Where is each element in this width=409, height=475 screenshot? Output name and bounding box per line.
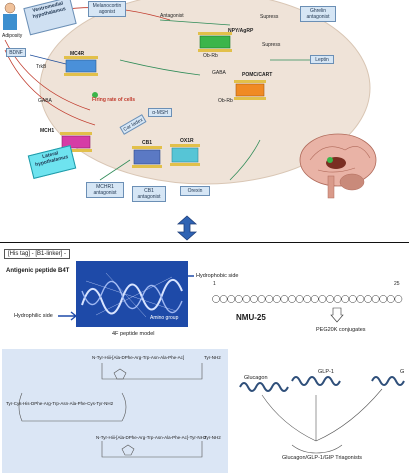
receptor-npy	[198, 32, 232, 52]
firing-label: Firing rate of cells	[92, 97, 135, 103]
mch1-label: MCH1	[40, 128, 54, 134]
sequence-panel: N-Tyr-Hiii-[Ala-DPhe-Arg-Trp-Asn-Ala-Phe…	[2, 349, 228, 473]
tyr-nh2-1: Tyr-NH2	[204, 355, 221, 360]
tyr-nh2-2: Tyr-NH2	[204, 435, 221, 440]
amino-label: Amino group	[150, 315, 178, 321]
arrow-hydrophobic-icon	[172, 271, 196, 281]
mc4r-label: MC4R	[70, 51, 84, 57]
gip-label: G	[400, 369, 404, 375]
bdnf-label: BDNF	[6, 48, 26, 57]
peg-label: PEG20K conjugates	[316, 327, 366, 333]
arrow-down-icon	[330, 307, 344, 323]
arrow-hydrophilic-icon	[56, 311, 80, 321]
adiposity-figure	[3, 3, 17, 30]
supress-label-2: Supress	[262, 42, 280, 48]
glp1-label: GLP-1	[318, 369, 334, 375]
peptide-tag: [His tag] - [B1-linker] -	[4, 249, 70, 259]
top-panel: Ventromedial hypothalamus Lateral hypoth…	[0, 0, 409, 215]
ox1r-label: OX1R	[180, 138, 194, 144]
nmu-label: NMU-25	[236, 313, 266, 322]
obrb-label-2: Ob-Rb	[218, 98, 233, 104]
adiposity-label: Adiposity	[2, 33, 22, 39]
gaba-left-label: GABA	[38, 98, 52, 104]
obrb-label-1: Ob-Rb	[203, 53, 218, 59]
nmu-first-index: 1	[213, 281, 216, 287]
triagonist-label: Glucagon/GLP-1/GIP Triagonists	[282, 455, 362, 461]
antigenic-label: Antigenic peptide B4T	[6, 268, 69, 274]
antagonist-label: Antagonist	[160, 13, 184, 19]
gaba-mid-label: GABA	[212, 70, 226, 76]
ghrelin-box: Ghrelin antagonist	[300, 6, 336, 22]
amsh-label: α-MSH	[148, 108, 172, 117]
top-diagram-canvas	[0, 0, 409, 215]
receptor-pomc	[234, 80, 266, 100]
supress-label-1: Supress	[260, 14, 278, 20]
trkb-label: TrkB	[36, 64, 46, 70]
double-arrow-icon	[172, 214, 202, 242]
sequence-3: N-Tyr-Hiii-[Ala-DPhe-Arg-Trp-Asn-Ala-Phe…	[96, 435, 206, 440]
nmu-chain	[210, 287, 406, 313]
brain-icon	[300, 134, 376, 198]
bottom-panel: [His tag] - [B1-linker] - Antigenic pept…	[0, 242, 409, 475]
cb1-antagonist-box: CB1 antagonist	[132, 186, 166, 202]
hydrophilic-label: Hydrophilic side	[14, 313, 53, 319]
glucagon-label: Glucagon	[244, 375, 268, 381]
melanocortin-box: Melanocortin agonist	[88, 1, 126, 17]
cb1-label: CB1	[142, 140, 152, 146]
neuron-dot-2	[327, 157, 333, 163]
orexin-box: Orexin	[180, 186, 210, 196]
receptor-mc4r	[64, 56, 98, 76]
sequence-structures	[2, 349, 228, 473]
pomc-label: POMC/CART	[242, 72, 272, 78]
sequence-1: N-Tyr-Hiii-[Ala-DPhe-Arg-Trp-Asn-Ala-Phe…	[92, 355, 184, 360]
npy-label: NPY/AgRP	[228, 28, 253, 34]
model-label: 4F peptide model	[112, 331, 155, 337]
sequence-2: Tyr-Cys-His-DPhe-Arg-Trp-Asn-Ala-Phe-Cys…	[6, 401, 113, 406]
hydrophobic-label: Hydrophobic side	[196, 273, 239, 279]
leptin-label: Leptin	[310, 55, 334, 64]
mchr1-antagonist-box: MCHR1 antagonist	[86, 182, 124, 198]
nmu-last-index: 25	[394, 281, 400, 287]
